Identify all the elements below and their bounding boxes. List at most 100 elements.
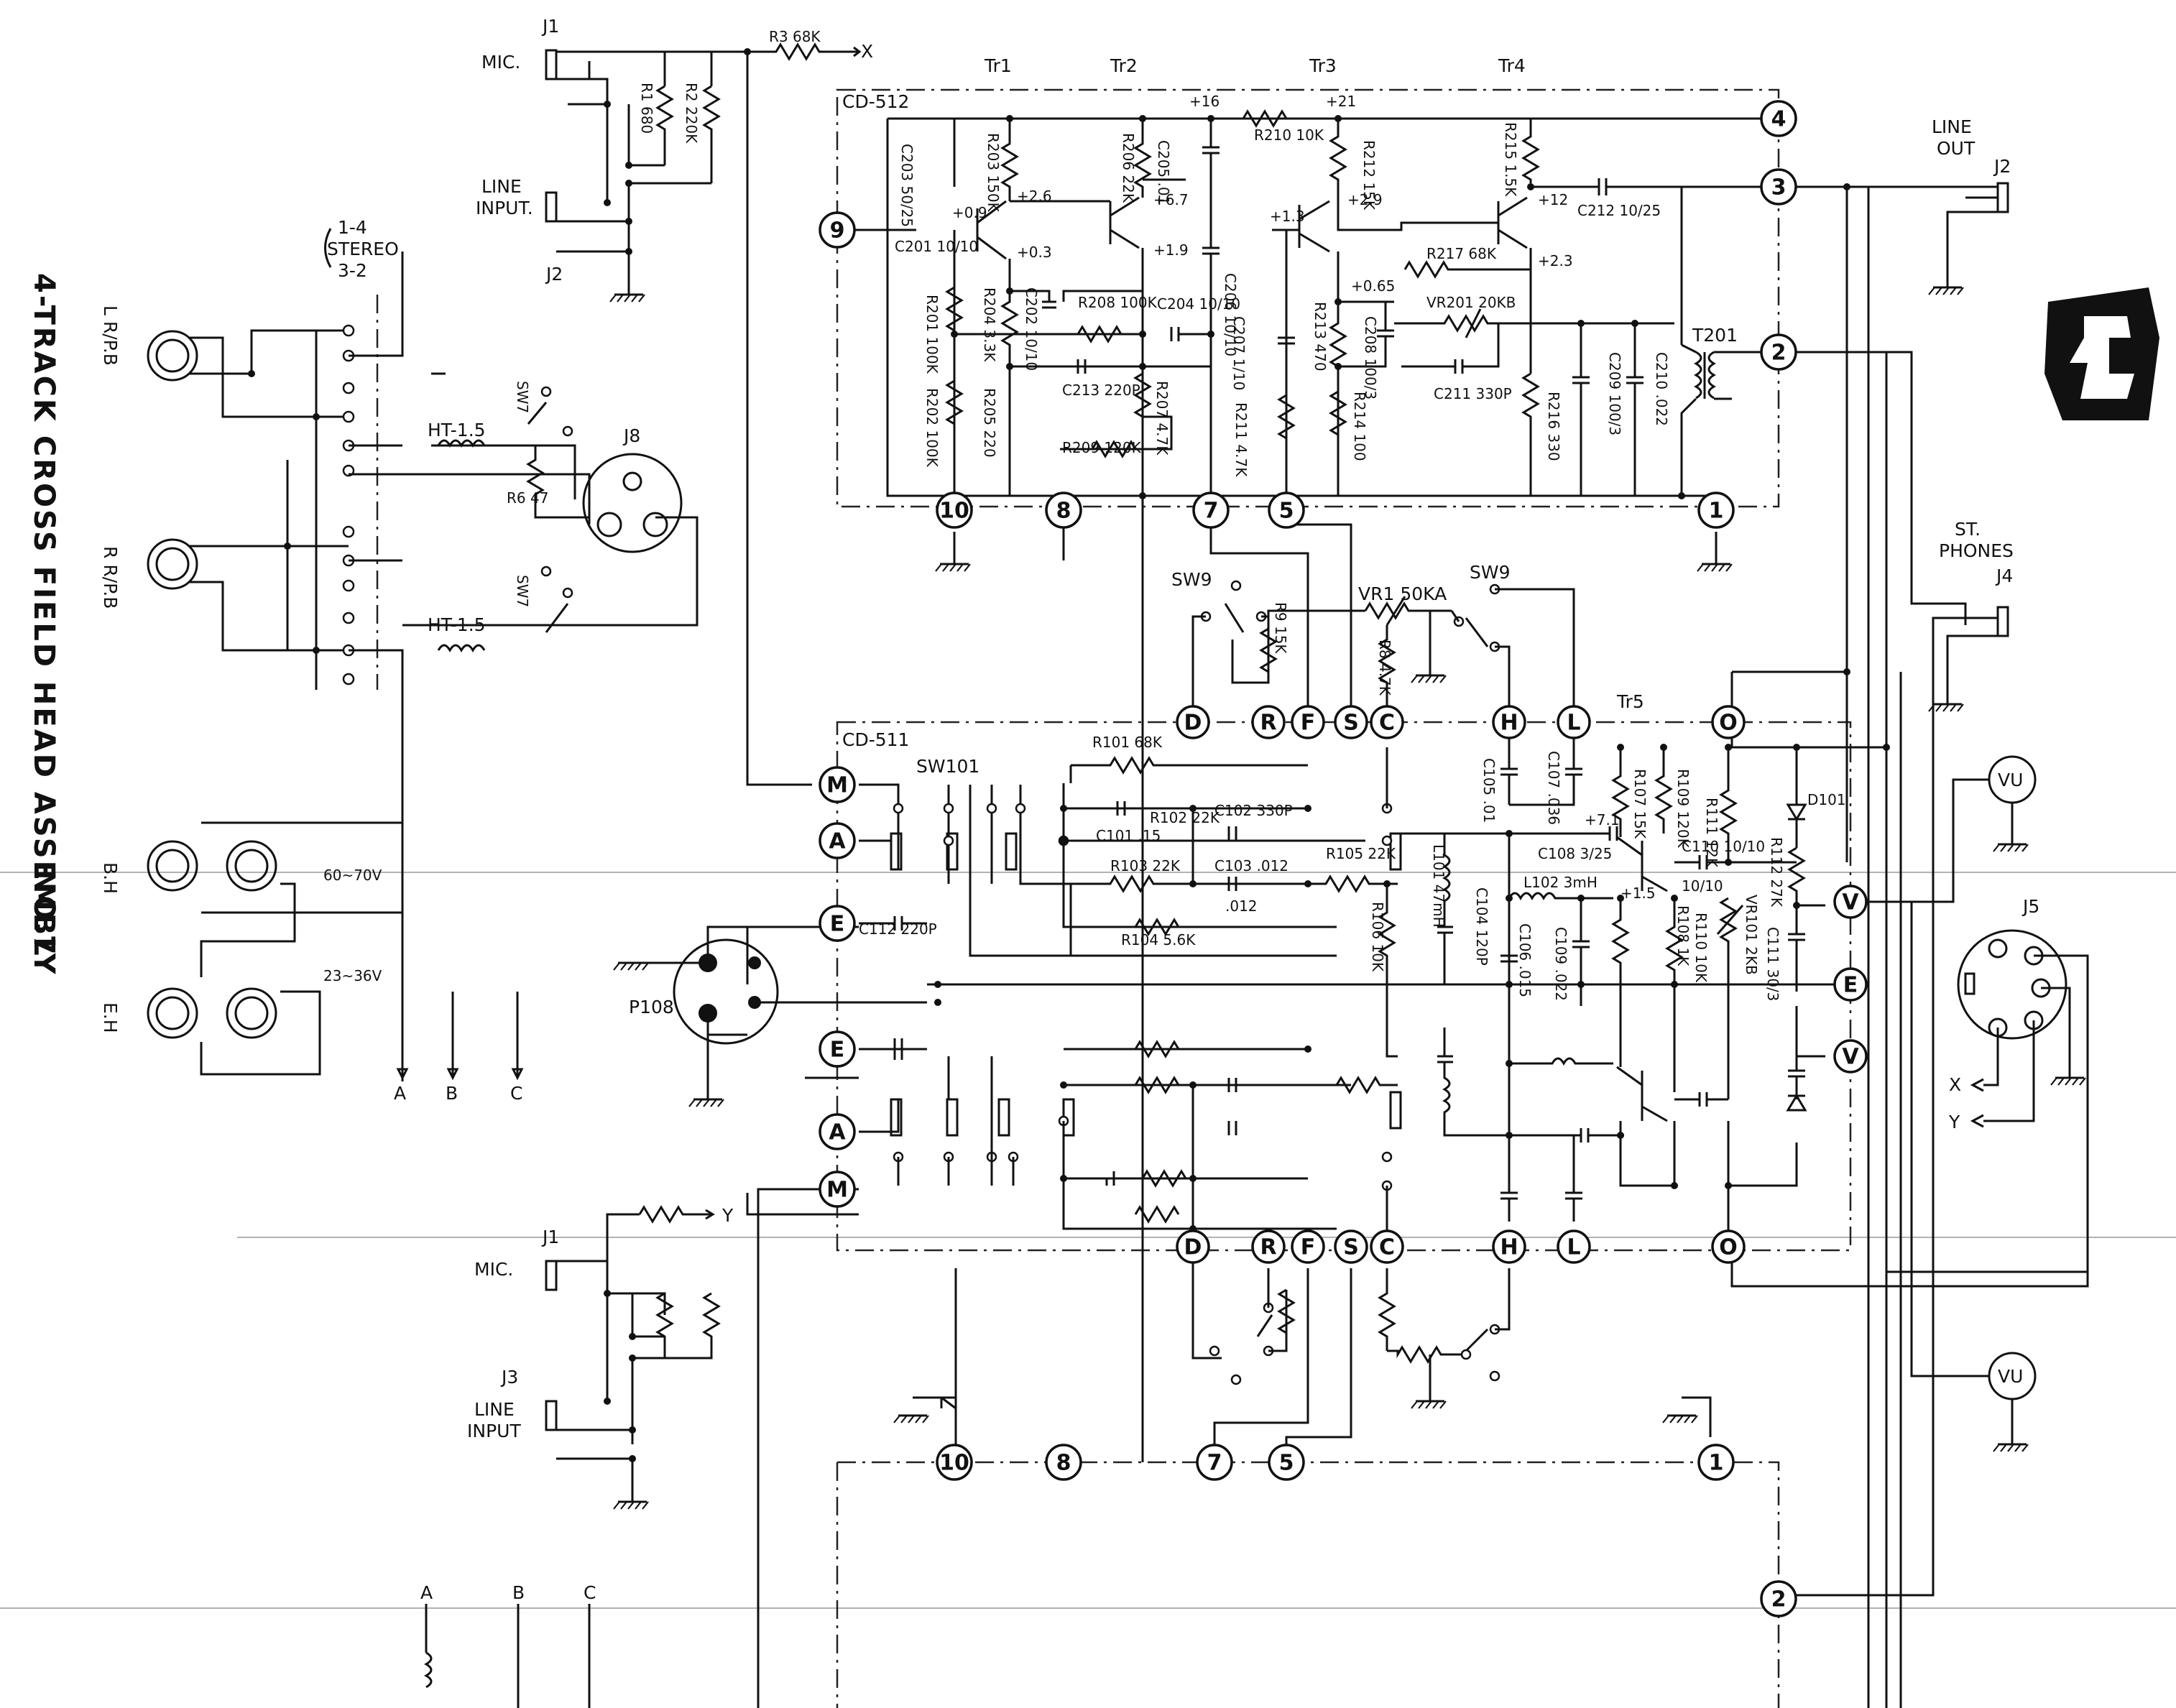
num-node-top-3: 3 xyxy=(1771,175,1787,200)
ht1-label: HT-1.5 xyxy=(428,420,486,440)
r3-label: R3 68K xyxy=(769,28,821,45)
c111-label: C111 30/3 xyxy=(1764,927,1781,1001)
v12-label: +2.3 xyxy=(1538,252,1573,269)
node-bot-c-circle xyxy=(1370,1229,1404,1264)
tr3-label: Tr3 xyxy=(1309,55,1337,76)
sw101-label: SW101 xyxy=(916,756,979,777)
node-top-f-circle xyxy=(1291,705,1325,739)
node-v-top-circle xyxy=(1833,885,1868,919)
c212-label: C212 10/25 xyxy=(1577,202,1661,219)
r213-label: R213 470 xyxy=(1311,302,1329,371)
c109-label: C109 .022 xyxy=(1552,927,1569,1001)
num-node-top-7: 7 xyxy=(1204,499,1219,524)
r214-label: R214 100 xyxy=(1351,392,1368,461)
c207-label: C207 1/10 xyxy=(1230,316,1248,390)
num-node-bot-5-circle xyxy=(1268,1444,1305,1481)
v2-label: +21 xyxy=(1326,93,1356,110)
node-bot-d: D xyxy=(1184,1235,1202,1260)
r2-label: R2 220K xyxy=(683,83,700,144)
brand-logo xyxy=(2044,287,2159,420)
node-bot-r-circle xyxy=(1251,1229,1286,1264)
v6-label: +0.3 xyxy=(1017,244,1052,261)
r110-label: R110 10K xyxy=(1692,913,1710,983)
board-cd511: CD-511 xyxy=(836,721,1852,1252)
node-side-bot-1-circle xyxy=(819,1113,856,1150)
node-bot-c: C xyxy=(1379,1235,1395,1260)
node-top-l-circle xyxy=(1557,705,1591,739)
tr4-label: Tr4 xyxy=(1498,55,1526,76)
num-node-top-8-circle xyxy=(1045,491,1082,529)
node-v-top: V xyxy=(1842,890,1859,915)
board-cd512-circuit: C201 10/10 C203 50/25 R201 100K R202 100… xyxy=(830,93,1771,499)
v5-label: +6.7 xyxy=(1153,191,1189,208)
c103-label: C103 .012 xyxy=(1214,857,1288,874)
right-outputs: LINE OUT J2 ST. PHONES J4 VU VU J5 X Y xyxy=(1728,116,2089,1708)
r208-label: R208 100K xyxy=(1078,294,1158,311)
num-node-top-3-circle xyxy=(1760,168,1797,206)
num-node-bot-7-circle xyxy=(1196,1444,1233,1481)
tr5-label: Tr5 xyxy=(1616,691,1644,712)
v9-label: +2.9 xyxy=(1347,191,1383,208)
node-bot-h: H xyxy=(1500,1235,1518,1260)
head-bh-label: B.H xyxy=(100,862,121,894)
vu-top-label: VU xyxy=(1998,770,2023,790)
j4-label: J4 xyxy=(1995,566,2013,586)
sw9-right-label: SW9 xyxy=(1470,562,1511,583)
c106-label: C106 .015 xyxy=(1516,923,1534,997)
node-top-r: R xyxy=(1260,711,1276,736)
bus-b-bottom: B xyxy=(512,1582,525,1603)
c101-label: C101 .15 xyxy=(1096,827,1161,844)
mic-bot-label: MIC. xyxy=(474,1259,513,1280)
st-phones-label-1: ST. xyxy=(1955,519,1981,540)
r217-label: R217 68K xyxy=(1426,245,1497,262)
head-r-label: R R/P.B xyxy=(100,546,121,609)
r6-label: R6 47 xyxy=(507,489,548,507)
node-top-h: H xyxy=(1500,711,1518,736)
sw7-label-2: SW7 xyxy=(514,575,531,607)
r201-label: R201 100K xyxy=(923,295,941,374)
x-j5-label: X xyxy=(1949,1074,1961,1095)
num-node-bot-7: 7 xyxy=(1207,1451,1222,1476)
c213-label: C213 220P xyxy=(1062,382,1140,399)
node-side-top-0: M xyxy=(826,773,848,798)
num-node-top-2: 2 xyxy=(1771,341,1787,366)
r108-label: R108 1K xyxy=(1674,905,1692,966)
board-cd512: CD-512 xyxy=(836,88,1780,508)
bus-c-label: C xyxy=(510,1083,522,1104)
node-top-o: O xyxy=(1719,711,1738,736)
c210-label: C210 .022 xyxy=(1653,352,1670,426)
sw7-label-1: SW7 xyxy=(514,381,531,413)
node-bot-d-circle xyxy=(1176,1229,1210,1264)
c110-label-2: 10/10 xyxy=(1682,877,1723,895)
c102-label: C102 330P xyxy=(1214,802,1293,819)
r204-label: R204 3.3K xyxy=(981,287,998,362)
node-bot-o: O xyxy=(1719,1235,1738,1260)
r206-label: R206 22K xyxy=(1120,133,1137,203)
node-top-r-circle xyxy=(1251,705,1286,739)
c104-label: C104 120P xyxy=(1473,887,1490,966)
r104-label: R104 5.6K xyxy=(1121,931,1196,948)
y-j5-label: Y xyxy=(1948,1112,1960,1132)
line-input-top-label-2: INPUT. xyxy=(476,198,533,218)
bus-c-bottom: C xyxy=(584,1582,596,1603)
node-side-bot-0-circle xyxy=(819,1030,856,1068)
j5-label: J5 xyxy=(2021,896,2039,917)
r212-label: R212 15K xyxy=(1360,140,1378,211)
line-input-bot-label-1: LINE xyxy=(474,1399,515,1420)
node-top-f: F xyxy=(1301,711,1316,736)
r203-label: R203 150K xyxy=(985,133,1002,213)
diagram-number: NO.7 xyxy=(27,869,60,957)
num-node-bot-8: 8 xyxy=(1056,1451,1071,1476)
c209-label: C209 100/3 xyxy=(1606,352,1623,435)
r211-label: R211 4.7K xyxy=(1232,402,1250,477)
mic-top-label: MIC. xyxy=(481,52,520,73)
r103-label: R103 22K xyxy=(1110,857,1181,874)
node-side-bot-2-circle xyxy=(819,1171,856,1208)
num-node-bot-10-circle xyxy=(936,1444,973,1481)
vr101-label: VR101 2KB xyxy=(1743,895,1760,975)
num-node-bot-1: 1 xyxy=(1709,1451,1724,1476)
line-input-bot-label-2: INPUT xyxy=(467,1421,521,1441)
node-e-right-circle xyxy=(1833,967,1868,1002)
r1-label: R1 680 xyxy=(638,83,655,134)
v10-label: +0.65 xyxy=(1351,277,1395,295)
